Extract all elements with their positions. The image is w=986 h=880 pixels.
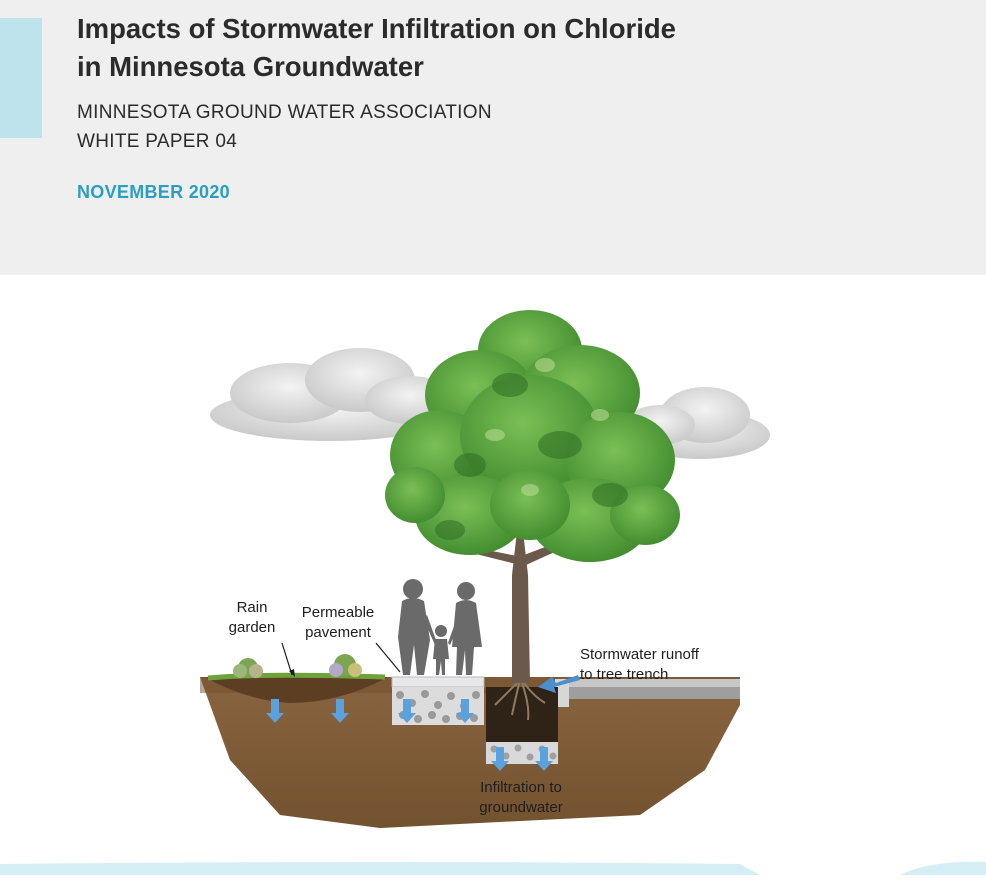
label-line: Rain bbox=[236, 599, 268, 616]
label-line: Permeable bbox=[301, 604, 375, 621]
rain-garden-label: Rain garden bbox=[222, 598, 282, 638]
label-line: groundwater bbox=[479, 799, 563, 816]
bottom-wave-band bbox=[0, 861, 986, 875]
label-line: pavement bbox=[305, 624, 371, 641]
tree-trench bbox=[486, 687, 558, 742]
label-line: Infiltration to bbox=[480, 779, 562, 796]
title-line-1: Impacts of Stormwater Infiltration on Ch… bbox=[77, 13, 676, 44]
publication-date: NOVEMBER 2020 bbox=[77, 182, 230, 202]
paper-number: WHITE PAPER 04 bbox=[77, 131, 238, 152]
org-name: MINNESOTA GROUND WATER ASSOCIATION bbox=[77, 102, 492, 123]
accent-bar bbox=[0, 18, 42, 138]
runoff-arrow bbox=[538, 675, 580, 693]
label-line: Stormwater runoff bbox=[580, 646, 699, 663]
page-title: Impacts of Stormwater Infiltration on Ch… bbox=[77, 10, 837, 86]
rain-garden bbox=[205, 677, 388, 703]
label-line: to tree trench bbox=[580, 666, 669, 683]
cloud-left bbox=[210, 348, 455, 441]
family-silhouette bbox=[398, 579, 482, 675]
street-curb bbox=[560, 685, 740, 699]
header-band: Impacts of Stormwater Infiltration on Ch… bbox=[0, 0, 986, 275]
infiltration-arrows bbox=[266, 699, 553, 771]
title-line-2: in Minnesota Groundwater bbox=[77, 51, 424, 82]
label-line: garden bbox=[228, 619, 276, 636]
organization: MINNESOTA GROUND WATER ASSOCIATION WHITE… bbox=[77, 98, 492, 156]
permeable-pavement-label: Permeable pavement bbox=[296, 603, 380, 643]
stormwater-illustration: Rain garden Permeable pavement Stormwate… bbox=[0, 275, 986, 875]
garden-plants bbox=[233, 654, 362, 678]
infiltration-label: Infiltration to groundwater bbox=[466, 778, 576, 818]
tree-canopy bbox=[385, 310, 680, 562]
stormwater-runoff-label: Stormwater runoff to tree trench bbox=[580, 645, 740, 685]
